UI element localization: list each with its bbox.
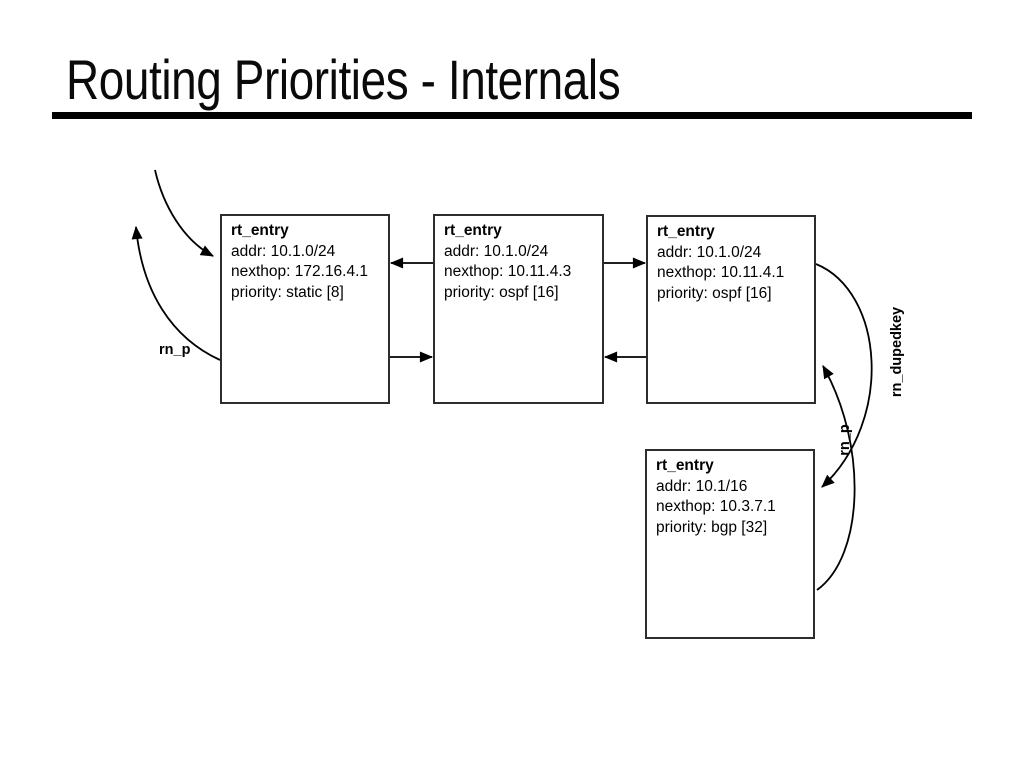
rt-entry-box-ospf-1: rt_entry addr: 10.1.0/24 nexthop: 10.11.… <box>433 214 604 404</box>
box-title: rt_entry <box>231 222 289 239</box>
rt-entry-box-bgp: rt_entry addr: 10.1/16 nexthop: 10.3.7.1… <box>645 449 815 639</box>
box-field-nexthop: nexthop: 172.16.4.1 <box>231 263 369 280</box>
box-field-priority: priority: bgp [32] <box>656 518 768 536</box>
rt-entry-box-ospf-2: rt_entry addr: 10.1.0/24 nexthop: 10.11.… <box>646 215 816 404</box>
box-field-priority: priority: static [8] <box>231 283 344 301</box>
box-title: rt_entry <box>657 223 715 240</box>
box-field-priority: priority: ospf [16] <box>444 283 559 301</box>
rt-entry-box-static: rt_entry addr: 10.1.0/24 nexthop: 172.16… <box>220 214 390 404</box>
box-field-priority: priority: ospf [16] <box>657 284 772 302</box>
box-title: rt_entry <box>444 222 502 239</box>
label-rn-dupedkey: rn_dupedkey <box>889 306 905 398</box>
box-field-nexthop: nexthop: 10.3.7.1 <box>656 498 776 515</box>
arrow-rn-p-box1-up-left <box>131 225 221 361</box>
box-field-addr: addr: 10.1.0/24 <box>657 243 762 261</box>
arrow-external-into-box1 <box>154 169 214 257</box>
box-field-nexthop: nexthop: 10.11.4.3 <box>444 263 572 280</box>
label-rn-p-left: rn_p <box>159 342 191 358</box>
box-field-addr: addr: 10.1/16 <box>656 477 748 495</box>
box-title: rt_entry <box>656 457 714 474</box>
box-field-nexthop: nexthop: 10.11.4.1 <box>657 264 785 281</box>
label-rn-p-right: rn_p <box>837 424 853 456</box>
box-field-addr: addr: 10.1.0/24 <box>231 242 336 260</box>
slide-title: Routing Priorities - Internals <box>66 48 621 111</box>
box-field-addr: addr: 10.1.0/24 <box>444 242 549 260</box>
title-underline <box>52 112 972 119</box>
